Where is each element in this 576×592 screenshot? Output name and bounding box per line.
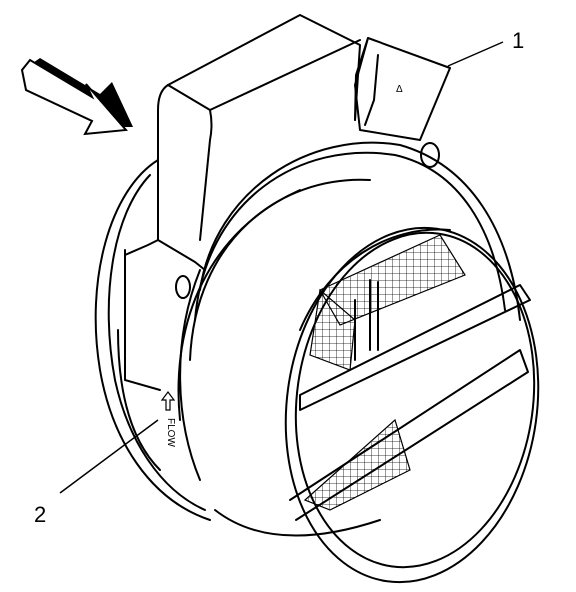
center-strut	[289, 279, 531, 521]
flow-marking: FLOW	[160, 391, 176, 447]
callout-1-label: 1	[512, 28, 524, 53]
inlet-screen	[303, 234, 466, 511]
callout-1: 1	[447, 28, 524, 67]
sensor-module	[124, 14, 361, 299]
callout-2: 2	[34, 419, 159, 527]
flow-label: FLOW	[165, 418, 176, 447]
callout-2-label: 2	[34, 502, 46, 527]
electrical-connector: Δ	[354, 37, 451, 168]
airflow-direction-arrow	[20, 58, 133, 136]
inlet-ring	[177, 141, 521, 537]
sensor-housing	[94, 159, 211, 521]
bore-opening	[284, 226, 540, 584]
connector-symbol: Δ	[396, 84, 403, 95]
